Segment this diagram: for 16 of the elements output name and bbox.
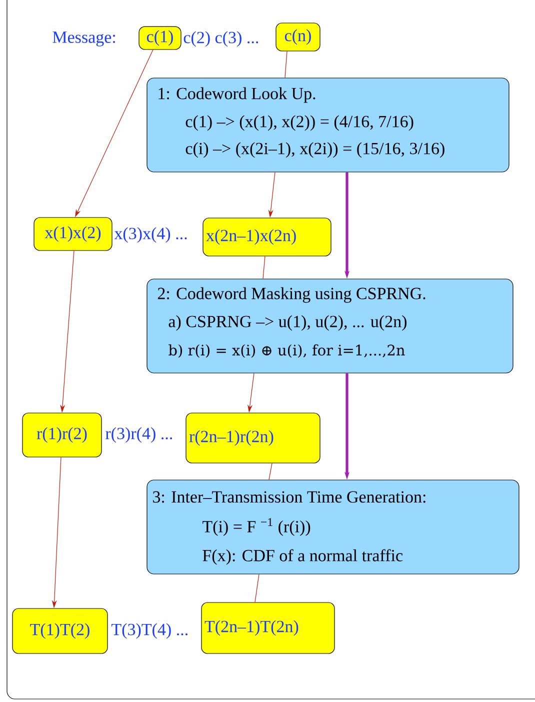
process-box: 2: Codeword Masking using CSPRNG. a) CSPRNG –> u(1), u(2), ... u(2n) b) r(i) = x(i) ⊕ u(i), for i=1,...,2n [146, 278, 514, 374]
sequence-text: r(3)r(4) ... [106, 427, 172, 443]
value-box: r(2n–1)r(2n) [186, 412, 320, 464]
value-box: T(1)T(2) [12, 608, 108, 654]
value-box: x(1)x(2) [34, 217, 112, 251]
value-box: c(n) [276, 22, 320, 52]
sequence-text: T(3)T(4) ... [112, 623, 188, 639]
sequence-text: x(3)x(4) ... [114, 227, 187, 243]
value-box: T(2n–1)T(2n) [201, 602, 335, 654]
value-box: x(2n–1)x(2n) [202, 218, 332, 256]
process-box: 1: Codeword Look Up. c(1) –> (x(1), x(2)) = (4/16, 7/16) c(i) –> (x(2i–1), x(2i)) = (15/16, 3/16) [146, 78, 510, 172]
sequence-text: Message: [52, 32, 116, 46]
value-box: r(1)r(2) [22, 412, 102, 458]
sequence-text: c(2) c(3) ... [184, 31, 258, 47]
process-box: 3: Inter–Transmission Time Generation: T(i) = F $^{−1}$ (r(i)) F(x): CDF of a normal traffic [146, 480, 520, 574]
value-box: c(1) [138, 26, 182, 50]
